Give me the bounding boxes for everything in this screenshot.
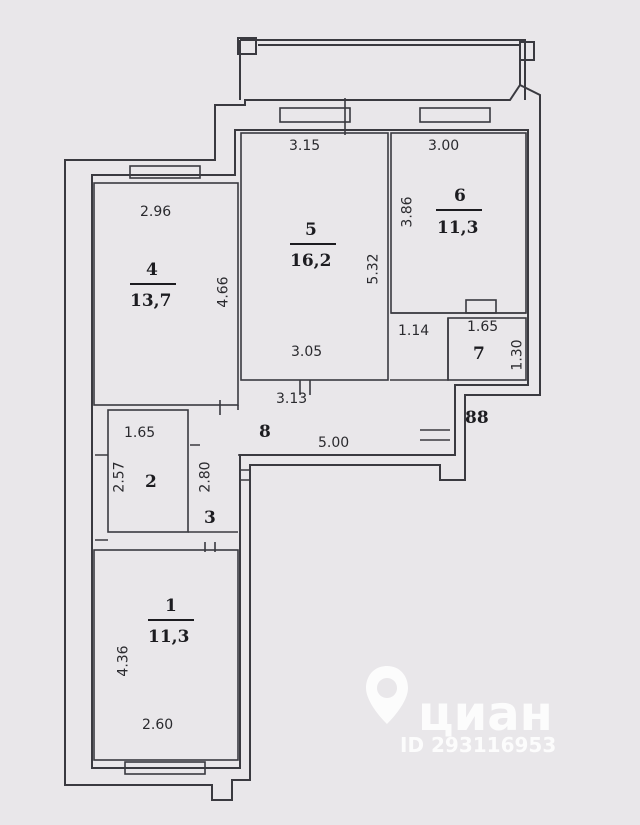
dim-room7-side: 1.30 — [509, 339, 526, 371]
dim-room5-side: 5.32 — [365, 253, 382, 285]
room-3-number: 3 — [204, 508, 216, 528]
room-6-area: 11,3 — [437, 218, 479, 238]
room-6-fraction-line — [436, 209, 482, 211]
dim-room6-side: 3.86 — [399, 196, 416, 228]
partition-lines — [188, 312, 526, 533]
watermark-listing-id: ID 293116953 — [400, 733, 557, 757]
room-5-number: 5 — [305, 220, 317, 240]
room-4-walls — [93, 182, 239, 406]
dim-room7-left: 1.14 — [398, 323, 430, 339]
dim-corridor-top: 3.13 — [276, 391, 308, 407]
room-4-number: 4 — [146, 260, 158, 280]
vent-room6 — [465, 299, 497, 314]
room-1-walls — [93, 549, 239, 761]
room-6-number: 6 — [454, 186, 466, 206]
room-2-walls — [107, 409, 189, 533]
watermark-location-icon — [362, 662, 412, 734]
dim-room2-top: 1.65 — [124, 425, 156, 441]
inner-wall — [91, 129, 529, 769]
dim-room4-side: 4.66 — [215, 276, 232, 308]
room-8-number: 8 — [259, 422, 271, 442]
dim-room3-side: 2.80 — [197, 461, 214, 493]
room-4-area: 13,7 — [130, 291, 172, 311]
room-88-number: 88 — [465, 408, 489, 428]
door-marks — [95, 98, 450, 552]
room-1-area: 11,3 — [148, 627, 190, 647]
window-room1 — [124, 761, 206, 775]
window-room5 — [279, 107, 351, 123]
room-4-fraction-line — [130, 283, 176, 285]
balcony-outline — [239, 39, 526, 100]
room-5-fraction-line — [290, 243, 336, 245]
dim-room5-top: 3.15 — [289, 138, 321, 154]
room-2-number: 2 — [145, 472, 157, 492]
window-room4 — [129, 165, 201, 179]
dim-room1-bottom: 2.60 — [142, 717, 174, 733]
dim-room2-side: 2.57 — [111, 461, 128, 493]
outer-wall — [64, 83, 541, 801]
balcony-post-right — [519, 41, 535, 61]
room-5-area: 16,2 — [290, 251, 332, 271]
dim-room5-bottom: 3.05 — [291, 344, 323, 360]
dim-room6-top: 3.00 — [428, 138, 460, 154]
dim-room4-top: 2.96 — [140, 204, 172, 220]
dim-room1-side: 4.36 — [115, 645, 132, 677]
room-1-number: 1 — [165, 596, 177, 616]
room-7-number: 7 — [473, 344, 485, 364]
balcony-post-left — [237, 37, 257, 55]
room-5-walls — [240, 132, 389, 381]
dim-room7-top: 1.65 — [467, 319, 499, 335]
room-1-fraction-line — [148, 619, 194, 621]
window-room6 — [419, 107, 491, 123]
dim-corridor-length: 5.00 — [318, 435, 350, 451]
watermark-brand: циан — [418, 686, 553, 742]
